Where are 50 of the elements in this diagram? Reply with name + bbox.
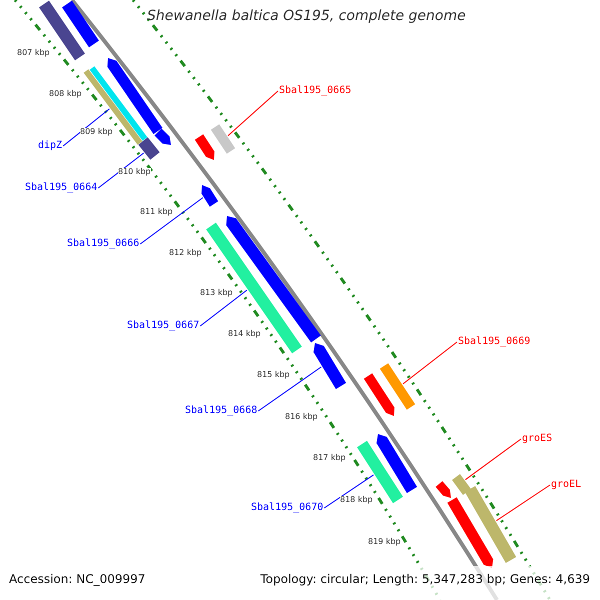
leader-line: [200, 290, 248, 326]
leader-line: [228, 90, 278, 136]
position-label: 818 kbp: [340, 496, 373, 504]
gene-feature: [357, 440, 403, 504]
leader-line: [402, 342, 458, 384]
leader-line: [258, 366, 322, 412]
position-label: 815 kbp: [257, 371, 290, 379]
gene-label: Sbal195_0667: [127, 321, 200, 331]
gene-label: groEL: [551, 480, 582, 490]
gene-feature: [194, 134, 214, 160]
position-label: 810 kbp: [118, 168, 151, 176]
position-label: 816 kbp: [285, 413, 318, 421]
position-label: 808 kbp: [49, 90, 82, 98]
gene-feature: [436, 481, 451, 498]
gene-feature: [138, 137, 160, 160]
leader-line: [140, 197, 204, 244]
position-label: 814 kbp: [228, 330, 261, 338]
gene-label: Sbal195_0666: [67, 239, 140, 249]
gene-feature: [376, 434, 418, 494]
gene-feature: [210, 124, 236, 154]
leader-line: [62, 108, 110, 146]
genome-info-text: Topology: circular; Length: 5,347,283 bp; Genes: 4,639: [260, 573, 590, 585]
gene-label: Sbal195_0669: [458, 337, 530, 347]
gene-feature: [447, 497, 494, 568]
gene-label: Sbal195_0665: [279, 86, 352, 96]
leader-line: [98, 152, 144, 188]
gene-feature: [154, 128, 171, 145]
leader-line: [324, 474, 374, 508]
gene-feature: [380, 363, 416, 410]
gene-label: Sbal195_0670: [251, 503, 324, 513]
position-label: 809 kbp: [80, 128, 113, 136]
position-label: 813 kbp: [200, 289, 233, 297]
gene-feature: [364, 373, 394, 416]
position-label: 817 kbp: [313, 454, 346, 462]
leader-line: [496, 484, 550, 522]
gene-feature: [464, 486, 516, 563]
gene-label: dipZ: [38, 141, 62, 151]
gene-feature: [62, 0, 99, 48]
leader-line: [464, 438, 522, 480]
position-label: 819 kbp: [368, 538, 401, 546]
title: Shewanella baltica OS195, complete genome: [147, 9, 466, 23]
gene-feature: [452, 474, 471, 495]
accession-text: Accession: NC_009997: [9, 573, 146, 585]
gene-feature: [202, 185, 218, 207]
gene-label: groES: [522, 434, 552, 444]
position-label: 807 kbp: [17, 49, 50, 57]
position-label: 811 kbp: [140, 208, 173, 216]
gene-label: Sbal195_0664: [25, 183, 98, 193]
gene-label: Sbal195_0668: [185, 406, 258, 416]
gene-feature: [314, 343, 346, 390]
